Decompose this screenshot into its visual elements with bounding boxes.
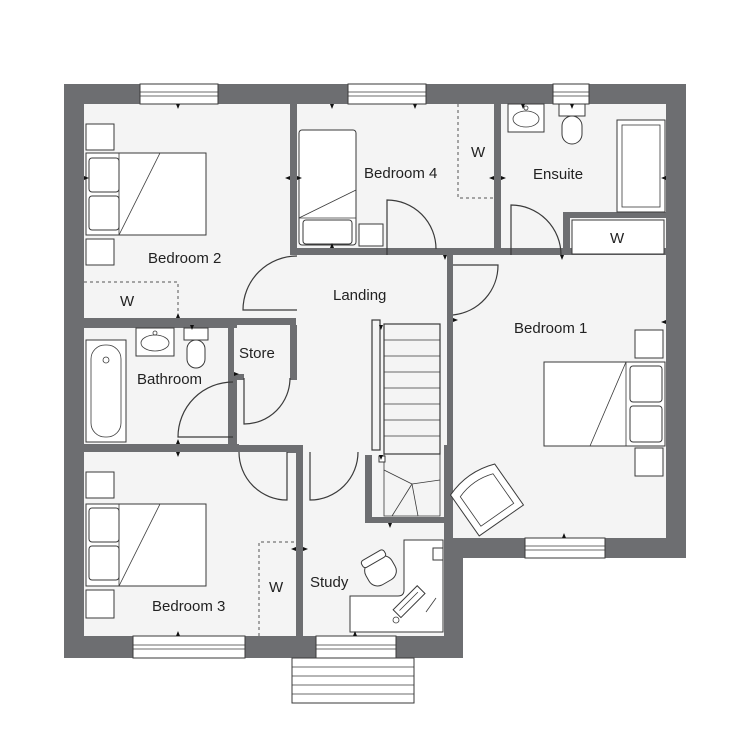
study-chair: [360, 549, 397, 587]
bedroom-2-furniture: [85, 123, 207, 266]
ensuite-shower: [616, 119, 666, 213]
bed-bedroom-4: [298, 129, 357, 246]
store-floor: [234, 328, 296, 378]
wall-bed2-bottom: [84, 318, 296, 325]
door-bedroom-3: [238, 451, 288, 501]
door-bathroom: [177, 381, 234, 438]
door-bedroom-4: [386, 199, 437, 255]
wall-bed4-bottom-a: [297, 248, 387, 255]
door-bedroom-2: [242, 255, 298, 311]
window-bed3: [132, 635, 246, 659]
wardrobe-label-bedroom-1: W: [610, 230, 625, 247]
wall-ensuite-inner-v: [563, 212, 570, 255]
landing-lower-floor: [303, 445, 372, 520]
wall-store-bottom: [234, 374, 244, 380]
internal-walls: [84, 104, 666, 636]
label-bedroom-4: Bedroom 4: [364, 165, 437, 182]
label-study: Study: [310, 574, 349, 591]
door-bedroom-1: [452, 264, 499, 316]
study-furniture: [349, 539, 444, 633]
bathroom-fixtures: [85, 327, 209, 443]
keyboard: [392, 585, 426, 619]
window-bed1: [524, 537, 606, 559]
wall-bed4-bottom-b: [436, 248, 501, 255]
wall-bed3-study: [296, 445, 303, 636]
wall-ensuite-bottom: [501, 248, 511, 255]
wall-study-top: [365, 517, 448, 523]
switch-markers: [84, 104, 666, 636]
wardrobe-label-bedroom-3: W: [269, 579, 284, 596]
study-desk: [349, 539, 444, 633]
wall-landing-study-a: [287, 445, 303, 453]
wardrobe-outlines: [84, 104, 665, 636]
label-bedroom-3: Bedroom 3: [152, 598, 225, 615]
wall-ensuite-inner-h: [563, 212, 666, 218]
wall-stair-left: [365, 455, 372, 520]
porch-canopy: [291, 657, 415, 704]
bathroom-basin: [135, 327, 175, 357]
windows: [132, 83, 606, 659]
window-ensuite: [552, 83, 590, 105]
wardrobe-label-bedroom-4: W: [471, 144, 486, 161]
ensuite-fixtures: [507, 103, 666, 213]
bedroom-1-furniture: [449, 329, 666, 537]
bath-tub: [85, 339, 127, 443]
bedroom-4-furniture: [298, 129, 384, 247]
wall-bed4-ensuite: [494, 104, 501, 248]
bathroom-toilet: [186, 339, 206, 369]
room-labels: Bedroom 2 Bedroom 4 Ensuite Landing Bedr…: [137, 165, 587, 615]
label-ensuite: Ensuite: [533, 166, 583, 183]
wall-store-right: [290, 325, 297, 380]
wall-bath-right: [228, 325, 234, 380]
window-study: [315, 635, 397, 659]
wall-bed2-right: [290, 104, 297, 254]
wardrobe-label-bedroom-2: W: [120, 293, 135, 310]
window-bed4: [347, 83, 427, 105]
wall-bath-bottom: [84, 444, 239, 452]
bedroom-3-furniture: [85, 471, 207, 619]
door-ensuite: [510, 204, 562, 256]
wardrobe-bed1-box: [571, 219, 665, 255]
label-bedroom-1: Bedroom 1: [514, 320, 587, 337]
door-store: [243, 377, 291, 425]
window-bed2: [139, 83, 219, 105]
armchair: [449, 463, 525, 537]
ensuite-toilet: [561, 115, 583, 145]
wall-landing-bed1-lower: [447, 315, 453, 538]
wall-landing-bed1: [447, 255, 453, 265]
label-store: Store: [239, 345, 275, 362]
wardrobe-labels: W W W W: [120, 144, 625, 596]
label-landing: Landing: [333, 287, 386, 304]
staircase: [371, 319, 441, 517]
label-bedroom-2: Bedroom 2: [148, 250, 221, 267]
door-study: [309, 451, 359, 501]
doors: [177, 199, 562, 501]
label-bathroom: Bathroom: [137, 371, 202, 388]
